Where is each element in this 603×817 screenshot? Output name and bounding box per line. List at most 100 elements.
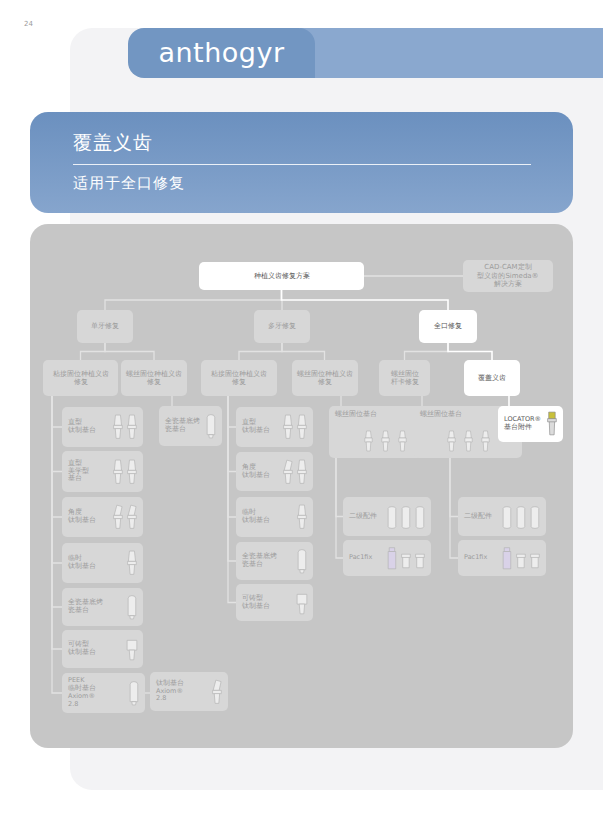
abutment-icon	[296, 590, 308, 616]
tree-connector	[52, 396, 62, 607]
abutment-icon	[296, 504, 308, 530]
box-label: 直型 钛制基台	[242, 419, 270, 435]
product-box: Pac1fix	[343, 540, 431, 576]
tree-connector	[228, 396, 236, 427]
tree-connector	[364, 275, 463, 276]
icon-group	[501, 504, 541, 530]
box-label: 临时 钛制基台	[68, 555, 96, 571]
tree-connector	[450, 458, 458, 517]
abutment-icon	[112, 459, 124, 485]
box-label: 种植义齿修复方案	[254, 272, 310, 280]
icon-group	[126, 636, 138, 662]
tree-connector	[52, 396, 62, 517]
box-label: 二级配件	[349, 513, 377, 521]
product-box: 二级配件	[343, 497, 431, 536]
product-box: 全瓷基底烤 瓷基台	[159, 406, 222, 446]
box-label: 可铸型 钛制基台	[242, 595, 270, 611]
category-box: 螺丝固位种植义齿 修复	[292, 360, 358, 396]
box-label: Pac1fix	[464, 554, 487, 562]
product-box: LOCATOR® 基台附件	[498, 406, 563, 442]
box-label: 二级配件	[464, 513, 492, 521]
product-box: 临时 钛制基台	[236, 497, 313, 537]
box-label: PEEK 临时基台 Axiom® 2.8	[68, 677, 96, 708]
header-bar	[300, 28, 603, 78]
abutment-icon	[501, 545, 513, 571]
icon-group	[501, 545, 541, 571]
category-box: 粘接固位种植义齿 修复	[201, 360, 277, 396]
abutment-icon	[363, 429, 374, 453]
icon-group	[282, 459, 308, 485]
tree-connector	[421, 396, 422, 406]
category-box: 全口修复	[419, 310, 477, 343]
product-box: 全瓷基底烤 瓷基台	[62, 588, 143, 626]
abutment-icon	[128, 680, 140, 706]
abutment-icon	[400, 545, 412, 571]
icon-group	[386, 545, 426, 571]
abutment-icon	[126, 550, 138, 576]
tree-connector	[239, 343, 282, 360]
category-box: 单牙修复	[77, 310, 133, 343]
product-box: 直型 钛制基台	[62, 407, 143, 447]
product-box: 钛制基台 Axiom® 2.8	[150, 672, 228, 711]
tree-connector	[340, 396, 341, 406]
tree-connector	[52, 396, 62, 472]
box-label: 单牙修复	[91, 322, 119, 330]
box-label: 全瓷基底烤 瓷基台	[242, 553, 277, 569]
abutment-icon	[296, 548, 308, 574]
icon-group	[112, 459, 138, 485]
abutment-icon	[282, 414, 294, 440]
abutment-icon	[126, 504, 138, 530]
abutment-icon	[529, 545, 541, 571]
abutment-icon	[211, 679, 223, 705]
icon-group	[205, 413, 217, 439]
abutment-icon	[386, 545, 398, 571]
abutment-icon	[414, 545, 426, 571]
product-box: 直型 美学型 基台	[62, 451, 143, 492]
box-label: 螺丝固位种植义齿 修复	[297, 370, 353, 387]
box-label: 可铸型 钛制基台	[68, 641, 96, 657]
box-label: 全瓷基底烤 瓷基台	[165, 418, 200, 434]
product-box: 可铸型 钛制基台	[62, 630, 143, 668]
tree-connector	[405, 343, 449, 360]
tree-connector	[228, 396, 236, 561]
abutment-icon	[126, 414, 138, 440]
category-box: 粘接固位种植义齿 修复	[43, 360, 118, 396]
icon-group	[282, 414, 308, 440]
box-label: 角度 钛制基台	[242, 464, 270, 480]
product-box: Pac1fix	[458, 540, 546, 576]
box-label: 全瓷基底烤 瓷基台	[68, 599, 103, 615]
abutment-icon	[515, 504, 527, 530]
tree-connector	[508, 396, 510, 406]
abutment-icon	[282, 459, 294, 485]
icon-group	[126, 550, 138, 576]
abutment-icon	[205, 413, 217, 439]
icon-group	[296, 504, 308, 530]
abutment-icon	[546, 411, 558, 437]
tree-connector	[52, 396, 62, 563]
tree-connector	[81, 343, 106, 360]
box-label: 钛制基台 Axiom® 2.8	[156, 680, 184, 703]
page-subtitle: 适用于全口修复	[73, 174, 185, 193]
title-band	[30, 112, 573, 213]
abutment-icon	[414, 504, 426, 530]
box-label: Pac1fix	[349, 554, 372, 562]
box-label: 覆盖义齿	[478, 374, 506, 382]
abutment-icon	[296, 459, 308, 485]
tree-connector	[336, 458, 343, 558]
category-box: 覆盖义齿	[464, 360, 520, 396]
abutment-icon	[380, 429, 391, 453]
page-title: 覆盖义齿	[73, 130, 153, 156]
abutment-icon	[126, 594, 138, 620]
tree-connector	[52, 396, 62, 693]
box-label: 多牙修复	[268, 322, 296, 330]
tree-connector	[228, 396, 236, 517]
box-label: 螺丝固位基台	[335, 411, 377, 419]
icon-group	[296, 548, 308, 574]
box-label: 粘接固位种植义齿 修复	[53, 370, 109, 387]
box-label: 角度 钛制基台	[68, 509, 96, 525]
icon-group	[296, 590, 308, 616]
product-box: 角度 钛制基台	[62, 497, 143, 537]
logo-tab: anthogyr	[128, 28, 315, 78]
abutment-icon	[515, 545, 527, 571]
tree-connector	[171, 396, 172, 406]
